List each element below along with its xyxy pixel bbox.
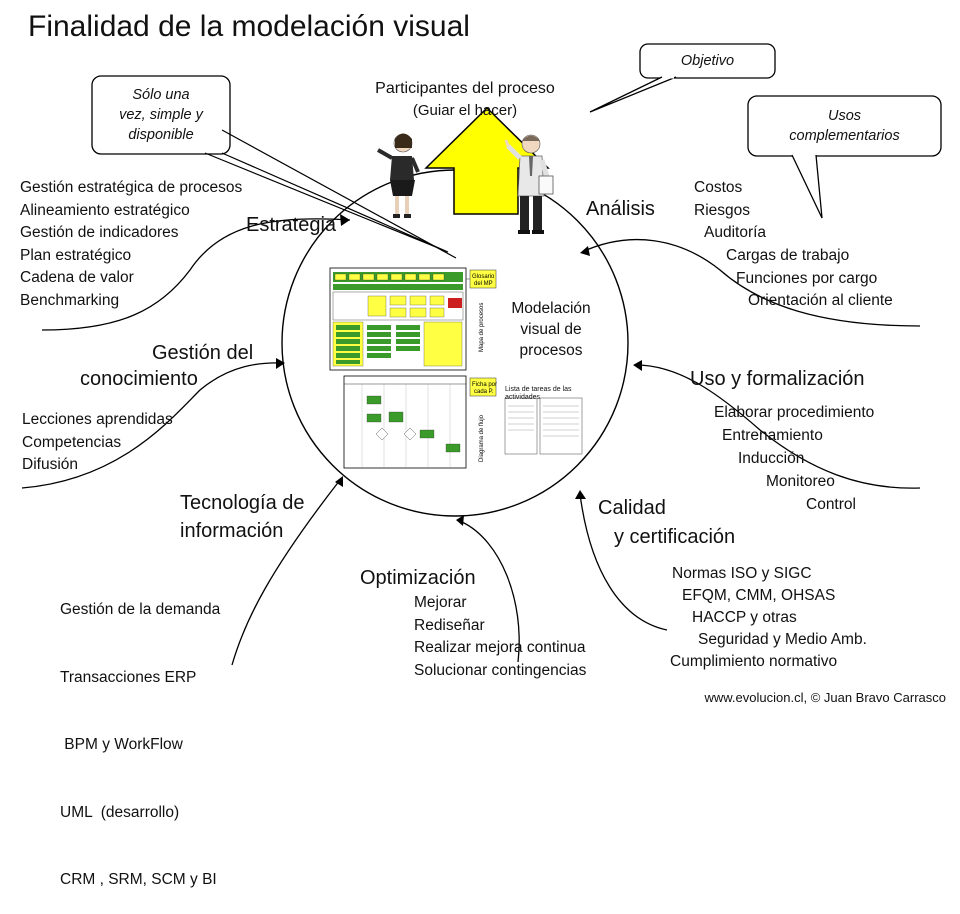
woman-figure-icon bbox=[377, 133, 420, 218]
task-list-title: Lista de tareas de las actividades bbox=[505, 386, 572, 401]
uso-item: Control bbox=[806, 496, 856, 513]
list-item: Realizar mejora continua bbox=[414, 639, 586, 656]
connector-optimizacion bbox=[461, 521, 520, 663]
calidad-item: Seguridad y Medio Amb. bbox=[698, 631, 867, 648]
uso-item: Elaborar procedimiento bbox=[714, 404, 875, 421]
calidad-item: Normas ISO y SIGC bbox=[672, 565, 812, 582]
list-item: Competencias bbox=[22, 433, 122, 451]
list-item: Lecciones aprendidas bbox=[22, 411, 173, 428]
list-item: CRM , SRM, SCM y BI bbox=[60, 871, 217, 888]
connector-conocimiento bbox=[21, 362, 285, 489]
connector-tecnologia bbox=[231, 479, 341, 666]
svg-text:Mapa de procesos: Mapa de procesos bbox=[479, 303, 485, 352]
tag-top-line1: Glosario bbox=[472, 274, 495, 280]
section-conocimiento-title-1: Gestión del bbox=[152, 342, 254, 364]
uso-item: Inducción bbox=[738, 450, 805, 467]
callout-objetivo bbox=[589, 43, 776, 113]
section-uso-title: Uso y formalización bbox=[690, 368, 865, 390]
list-item: Gestión estratégica de procesos bbox=[20, 179, 243, 196]
diagram-graphics: Glosario del MP Mapa de procesos Ficha p… bbox=[21, 43, 942, 666]
analisis-item: Cargas de trabajo bbox=[726, 247, 850, 264]
participants-subtitle: (Guiar el hacer) bbox=[412, 102, 518, 119]
connector-uso bbox=[635, 364, 921, 489]
calidad-item: EFQM, CMM, OHSAS bbox=[682, 587, 836, 604]
section-tecnologia-title-1: Tecnología de bbox=[180, 492, 305, 514]
section-optimizacion-items: Mejorar Rediseñar Realizar mejora contin… bbox=[414, 592, 586, 682]
section-analisis-title: Análisis bbox=[586, 198, 655, 220]
connector-estrategia bbox=[41, 218, 351, 331]
connectors bbox=[21, 218, 921, 666]
section-estrategia-items: Gestión estratégica de procesos Alineami… bbox=[20, 177, 242, 312]
page-title: Finalidad de la modelación visual bbox=[28, 10, 470, 43]
list-item: Gestión de indicadores bbox=[20, 224, 179, 241]
tag-bottom-line1: Ficha por bbox=[472, 382, 497, 388]
section-calidad-title-1: Calidad bbox=[598, 497, 666, 519]
callout-solo-una-text: Sólo una vez, simple y disponible bbox=[119, 87, 203, 143]
callout-solo-una bbox=[91, 75, 457, 259]
section-conocimiento-items: Lecciones aprendidas Competencias Difusi… bbox=[22, 409, 173, 477]
analisis-item: Funciones por cargo bbox=[736, 270, 878, 287]
svg-text:Diagrama de flujo: Diagrama de flujo bbox=[479, 414, 485, 462]
analisis-item: Auditoría bbox=[704, 224, 767, 241]
section-optimizacion-title: Optimización bbox=[360, 567, 476, 589]
credit-text: www.evolucion.cl, © Juan Bravo Carrasco bbox=[704, 690, 946, 705]
connector-analisis bbox=[581, 238, 921, 327]
list-item: Rediseñar bbox=[414, 616, 485, 634]
center-label: Modelación visual de procesos bbox=[511, 300, 591, 359]
section-tecnologia-title-2: información bbox=[180, 520, 284, 542]
list-item: Cadena de valor bbox=[20, 269, 134, 286]
list-item: Gestión de la demanda bbox=[60, 601, 221, 618]
section-tecnologia-items: Gestión de la demanda Transacciones ERP … bbox=[60, 554, 220, 914]
section-calidad-title-2: y certificación bbox=[614, 526, 736, 548]
connector-calidad bbox=[579, 493, 668, 631]
tag-bottom-line2: cada P. bbox=[474, 389, 494, 395]
section-estrategia-title: Estrategia bbox=[246, 214, 337, 236]
callout-usos bbox=[747, 95, 942, 219]
list-item: Plan estratégico bbox=[20, 246, 132, 264]
arrowheads bbox=[276, 214, 642, 526]
callout-usos-text: Usos complementarios bbox=[789, 108, 900, 144]
analisis-item: Riesgos bbox=[694, 202, 750, 219]
analisis-item: Orientación al cliente bbox=[748, 292, 893, 309]
analisis-item: Costos bbox=[694, 179, 743, 196]
list-item: Solucionar contingencias bbox=[414, 661, 587, 679]
mini-flow-diagram: Ficha por cada P. Diagrama de flujo bbox=[343, 375, 583, 469]
callout-objetivo-text: Objetivo bbox=[680, 53, 735, 69]
man-figure-icon bbox=[504, 134, 554, 234]
participants-title: Participantes del proceso bbox=[375, 80, 555, 97]
list-item: Transacciones ERP bbox=[60, 668, 197, 686]
uso-item: Entrenamiento bbox=[722, 427, 823, 444]
uso-item: Monitoreo bbox=[766, 473, 835, 490]
calidad-item: Cumplimiento normativo bbox=[670, 653, 838, 670]
section-conocimiento-title-2: conocimiento bbox=[80, 368, 198, 390]
tag-top-line2: del MP bbox=[474, 281, 493, 287]
list-item: UML (desarrollo) bbox=[60, 803, 180, 821]
list-item: Alineamiento estratégico bbox=[20, 201, 190, 219]
mini-process-map: Glosario del MP Mapa de procesos bbox=[329, 267, 497, 371]
list-item: BPM y WorkFlow bbox=[60, 736, 183, 753]
calidad-item: HACCP y otras bbox=[692, 609, 797, 626]
list-item: Mejorar bbox=[414, 594, 467, 611]
list-item: Benchmarking bbox=[20, 291, 120, 309]
list-item: Difusión bbox=[22, 456, 78, 473]
